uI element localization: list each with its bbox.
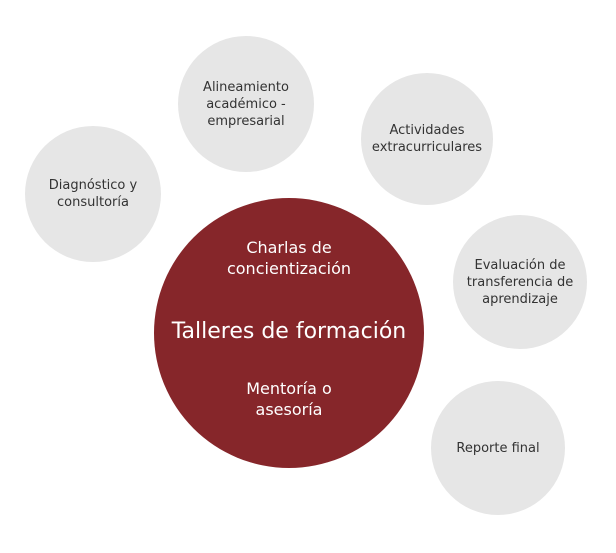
node-actividades: Actividades extracurriculares bbox=[361, 73, 493, 205]
node-diagnostico-line-2: consultoría bbox=[57, 195, 129, 210]
center-top-label: Charlas de concientización bbox=[154, 237, 424, 279]
node-alineamiento: Alineamiento académico - empresarial bbox=[178, 36, 314, 172]
node-diagnostico-label: Diagnóstico y consultoría bbox=[49, 177, 137, 211]
center-circle: Charlas de concientización Talleres de f… bbox=[154, 198, 424, 468]
center-bottom-line-1: Mentoría o bbox=[246, 379, 332, 398]
node-actividades-line-2: extracurriculares bbox=[371, 140, 483, 155]
node-alineamiento-line-2: académico - bbox=[206, 96, 286, 112]
center-title: Talleres de formación bbox=[171, 319, 407, 344]
node-diagnostico-line-1: Diagnóstico y bbox=[48, 178, 138, 193]
center-top-line-2: concientización bbox=[226, 259, 352, 278]
node-evaluacion-line-2: transferencia de bbox=[466, 274, 574, 290]
node-evaluacion-line-1: Evaluación de bbox=[474, 257, 566, 273]
node-reporte-line-1: Reporte final bbox=[456, 440, 540, 456]
node-alineamiento-line-3: empresarial bbox=[207, 113, 285, 129]
center-bottom-label: Mentoría o asesoría bbox=[154, 378, 424, 420]
center-bottom-line-2: asesoría bbox=[255, 400, 323, 419]
node-alineamiento-label: Alineamiento académico - empresarial bbox=[203, 79, 289, 130]
node-reporte-label: Reporte final bbox=[456, 440, 539, 457]
node-actividades-label: Actividades extracurriculares bbox=[372, 122, 482, 156]
node-evaluacion-label: Evaluación de transferencia de aprendiza… bbox=[467, 257, 573, 308]
node-evaluacion-line-3: aprendizaje bbox=[482, 291, 558, 307]
center-top-line-1: Charlas de bbox=[246, 238, 332, 257]
node-alineamiento-line-1: Alineamiento bbox=[203, 79, 289, 95]
node-diagnostico: Diagnóstico y consultoría bbox=[25, 126, 161, 262]
node-evaluacion: Evaluación de transferencia de aprendiza… bbox=[453, 215, 587, 349]
node-actividades-line-1: Actividades bbox=[389, 123, 465, 138]
node-reporte: Reporte final bbox=[431, 381, 565, 515]
